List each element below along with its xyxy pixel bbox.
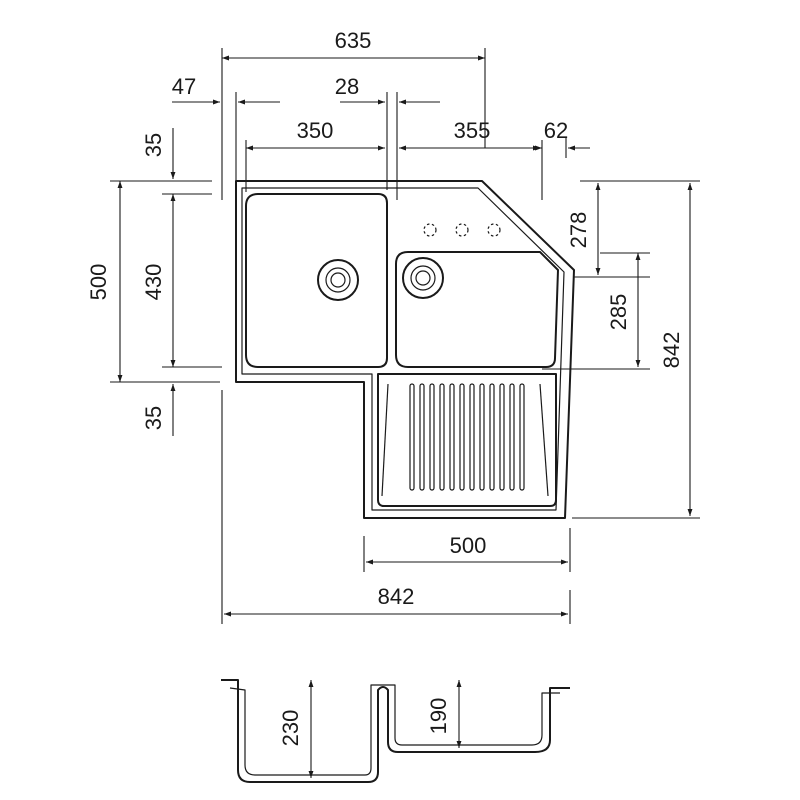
sink-rim-outline bbox=[241, 187, 565, 511]
dim-right-bowl-depth-label: 190 bbox=[426, 698, 451, 735]
drainer-rib bbox=[409, 383, 415, 491]
dim-bowl-height-label: 430 bbox=[141, 264, 166, 301]
dim-left-offset-label: 47 bbox=[172, 74, 196, 99]
drainer-rib bbox=[439, 383, 445, 491]
section-inner-profile bbox=[229, 684, 560, 776]
dim-bottom-margin-label: 35 bbox=[141, 406, 166, 430]
dim-overall-bottom-label: 842 bbox=[378, 584, 415, 609]
drainer-inner-right bbox=[539, 383, 549, 497]
dim-drainer-width-label: 500 bbox=[450, 533, 487, 558]
dim-total-height-left-label: 500 bbox=[86, 264, 111, 301]
sink-plan-view bbox=[235, 180, 575, 519]
dimension-lines: 635 47 28 350 355 62 500 bbox=[86, 28, 700, 778]
sink-outer-outline bbox=[235, 180, 575, 519]
drainer-board bbox=[377, 373, 557, 507]
drainer-rib bbox=[509, 383, 515, 491]
dim-overall-top-label: 635 bbox=[335, 28, 372, 53]
dim-right-bowl-height-label: 285 bbox=[606, 294, 631, 331]
right-bowl bbox=[395, 251, 559, 368]
dim-overall-right-label: 842 bbox=[659, 332, 684, 369]
section-outer-profile bbox=[221, 679, 570, 783]
drainer-rib bbox=[499, 383, 505, 491]
dim-left-bowl-depth-label: 230 bbox=[278, 710, 303, 747]
drainer-inner-left bbox=[381, 383, 389, 497]
drainer-rib bbox=[479, 383, 485, 491]
dim-left-bowl-width-label: 350 bbox=[297, 118, 334, 143]
dim-corner-depth-label: 278 bbox=[566, 212, 591, 249]
dim-corner-step-label: 62 bbox=[544, 118, 568, 143]
drainer-rib bbox=[489, 383, 495, 491]
sink-section-view bbox=[221, 679, 570, 783]
drainer-rib bbox=[429, 383, 435, 491]
drainer-rib bbox=[459, 383, 465, 491]
dim-top-margin-label: 35 bbox=[141, 133, 166, 157]
drainer-rib bbox=[469, 383, 475, 491]
tap-hole-icon bbox=[423, 223, 437, 237]
tap-hole-icon bbox=[455, 223, 469, 237]
drainer-rib bbox=[419, 383, 425, 491]
drainer-ribs bbox=[409, 383, 525, 491]
dim-divider-width-label: 28 bbox=[335, 74, 359, 99]
left-bowl bbox=[245, 193, 388, 368]
left-drain-icon bbox=[317, 259, 359, 301]
right-drain-icon bbox=[402, 257, 444, 299]
tap-hole-icon bbox=[487, 223, 501, 237]
dim-right-section-width-label: 355 bbox=[454, 118, 491, 143]
drainer-rib bbox=[519, 383, 525, 491]
drainer-rib bbox=[449, 383, 455, 491]
